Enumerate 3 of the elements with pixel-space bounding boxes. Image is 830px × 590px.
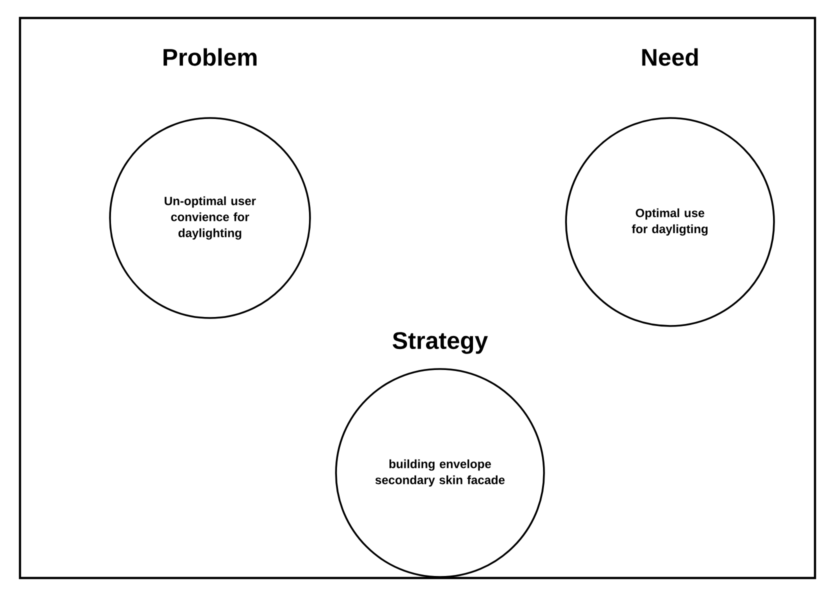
heading: Need <box>642 48 698 66</box>
heading: Problem <box>164 48 257 66</box>
heading: Strategy <box>392 332 488 354</box>
